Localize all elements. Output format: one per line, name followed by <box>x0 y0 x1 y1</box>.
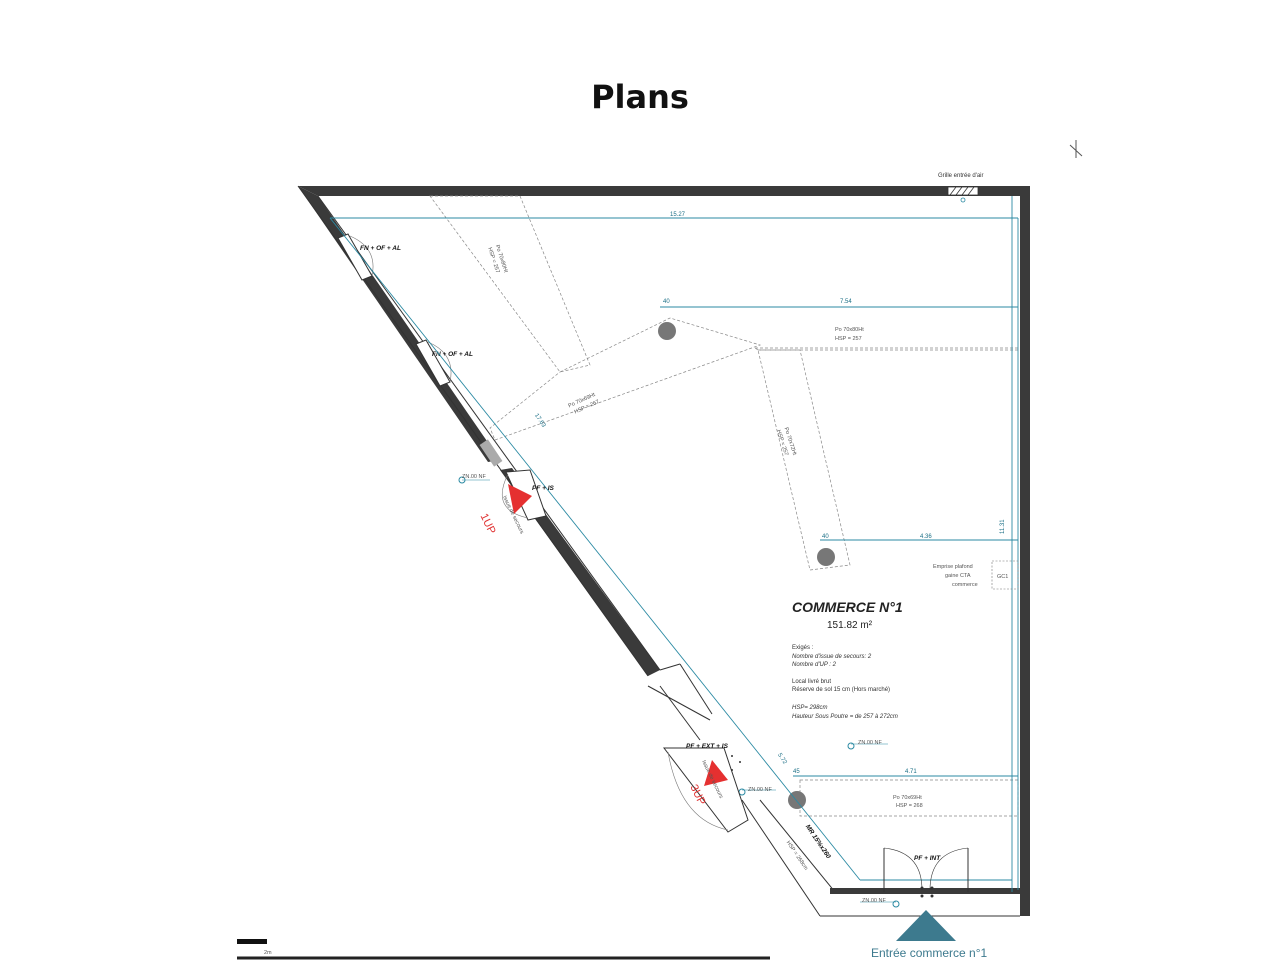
level-marker-3: ZN.00 NF <box>738 787 776 796</box>
beam-1-label-2: HSP = 257 <box>835 336 862 342</box>
diagonal-wall-lines <box>297 185 1020 917</box>
scale-label: 2m <box>264 950 272 956</box>
dim-upper: 7.54 <box>840 299 852 305</box>
dim-top: 15.27 <box>670 212 686 218</box>
note-hauteur: Hauteur Sous Poutre = de 257 à 272cm <box>792 714 898 720</box>
page-title: Plans <box>591 78 689 116</box>
level-2-label: ZN.00 NF <box>858 740 882 746</box>
unit-name: COMMERCE N°1 <box>792 599 903 615</box>
note-up: Nombre d'UP : 2 <box>792 662 837 668</box>
scale-bar <box>237 939 267 944</box>
door-pf-int-label: PF + INT <box>914 855 941 862</box>
dim-lower: 4.71 <box>905 769 917 775</box>
emprise-line-2: gaine CTA <box>945 573 971 579</box>
bottom-wall <box>830 888 1020 894</box>
emprise-line-3: commerce <box>952 582 978 588</box>
dim-40b: 40 <box>822 534 829 540</box>
beam-2-label-1: Po 70x69Ht <box>893 795 922 801</box>
entrance-arrow-icon <box>896 910 956 941</box>
dim-diag2: 5.72 <box>776 752 788 766</box>
window-2: FN + OF + AL <box>415 339 473 387</box>
level-marker-2: ZN.00 NF <box>847 740 888 750</box>
level-1-label: ZN.00 NF <box>462 474 486 480</box>
level-marker-4: ZN.00 NF <box>860 898 900 908</box>
dim-45: 45 <box>793 769 800 775</box>
note-hsp: HSP= 298cm <box>792 705 828 711</box>
window-2-label: FN + OF + AL <box>432 351 473 358</box>
level-marker-1: ZN.00 NF <box>458 474 490 484</box>
pillar-1 <box>658 322 676 340</box>
grille-label: Grille entrée d'air <box>938 173 984 179</box>
up-1-label: 1UP <box>478 512 498 537</box>
unit-area: 151.82 m² <box>827 620 873 631</box>
up-arrow-1-icon <box>508 484 532 514</box>
door-pf-is-label: PF + IS <box>532 485 555 492</box>
door-pf-ext-is-label: PF + EXT + IS <box>686 743 729 750</box>
pillar-2 <box>817 548 835 566</box>
gc-label: GC1 <box>997 574 1008 580</box>
level-4-label: ZN.00 NF <box>862 898 886 904</box>
up-arrow-2-icon <box>704 760 728 786</box>
door-pf-ext-is: PF + EXT + IS <box>662 743 749 833</box>
note-local: Local livré brut <box>792 679 831 685</box>
beam-1-label-1: Po 70x80Ht <box>835 327 864 333</box>
beam-2-label-2: HSP = 268 <box>896 803 923 809</box>
entrance-label: Entrée commerce n°1 <box>871 946 988 960</box>
emprise-line-1: Emprise plafond <box>933 564 973 570</box>
dim-mid: 4.36 <box>920 534 932 540</box>
note-issues: Nombre d'issue de secours: 2 <box>792 654 872 660</box>
note-reserve: Réserve de sol 15 cm (Hors marché) <box>792 687 890 693</box>
dim-diag: 17.63 <box>533 413 547 429</box>
level-3-label: ZN.00 NF <box>748 787 772 793</box>
dimension-lines <box>329 196 1019 892</box>
dim-right: 11.31 <box>1000 519 1006 534</box>
grille-hatch <box>947 186 979 203</box>
note-exige: Exigés : <box>792 645 814 651</box>
door-pf-int <box>883 847 969 898</box>
window-1-label: FN + OF + AL <box>360 245 401 252</box>
mr-label: MR 15%x260 <box>804 823 832 860</box>
corner-mark-icon <box>1069 140 1083 158</box>
dim-40a: 40 <box>663 299 670 305</box>
